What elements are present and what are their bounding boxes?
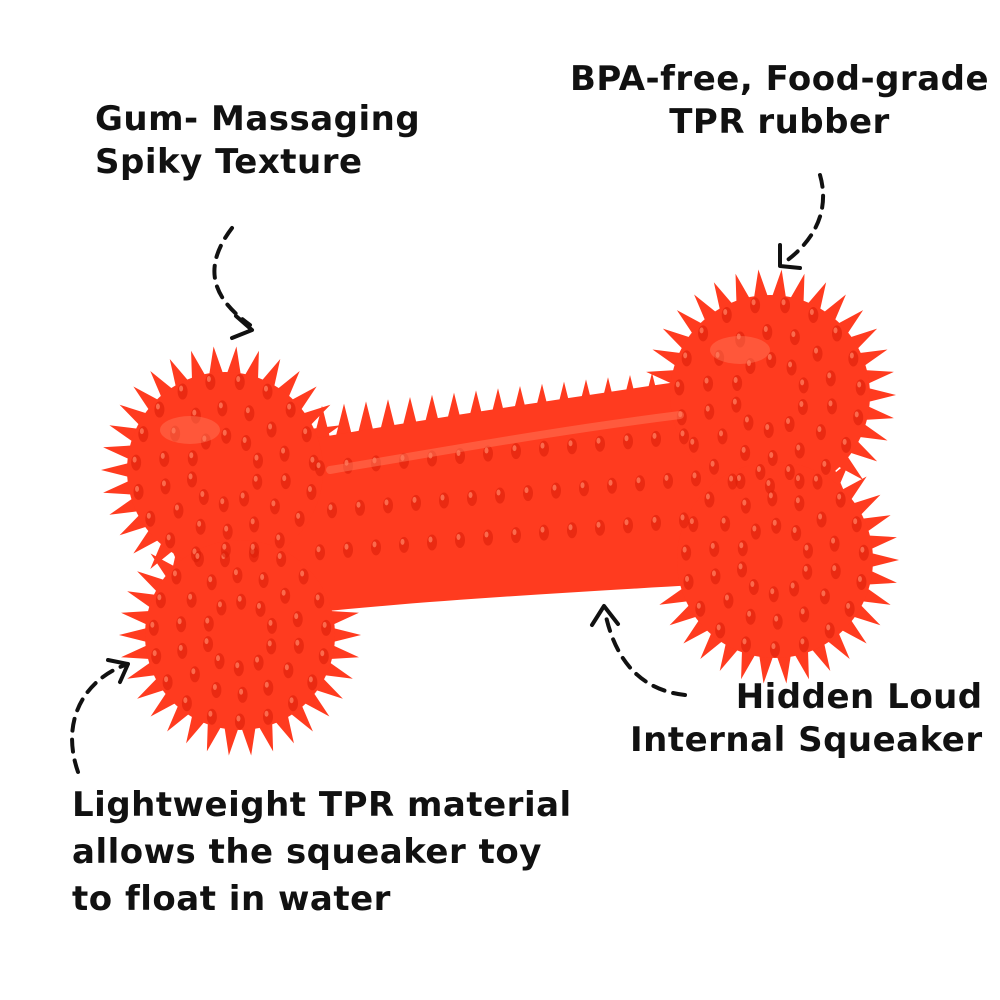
callout-hidden-squeaker: Hidden Loud Internal Squeaker: [630, 676, 983, 761]
callout-line: Lightweight TPR material: [72, 785, 572, 825]
arrow-float-icon: [70, 658, 130, 774]
callout-floats-in-water: Lightweight TPR material allows the sque…: [72, 782, 572, 923]
arrow-spiky-icon: [212, 226, 254, 340]
callout-line: allows the squeaker toy: [72, 831, 542, 872]
callout-line: to float in water: [72, 878, 391, 919]
callout-line: Gum- Massaging: [95, 99, 421, 139]
callout-line: Internal Squeaker: [630, 719, 983, 760]
spiky-bone-toy-icon: [101, 269, 899, 756]
callout-line: BPA-free, Food-grade: [570, 59, 990, 99]
arrow-squeaker-icon: [590, 604, 687, 697]
callout-line: Hidden Loud: [735, 677, 983, 717]
arrow-bpa-icon: [778, 173, 826, 270]
callout-spiky-texture: Gum- Massaging Spiky Texture: [95, 98, 420, 183]
callout-line: TPR rubber: [669, 101, 890, 142]
callout-line: Spiky Texture: [95, 141, 363, 182]
callout-bpa-free: BPA-free, Food-grade TPR rubber: [570, 58, 989, 143]
